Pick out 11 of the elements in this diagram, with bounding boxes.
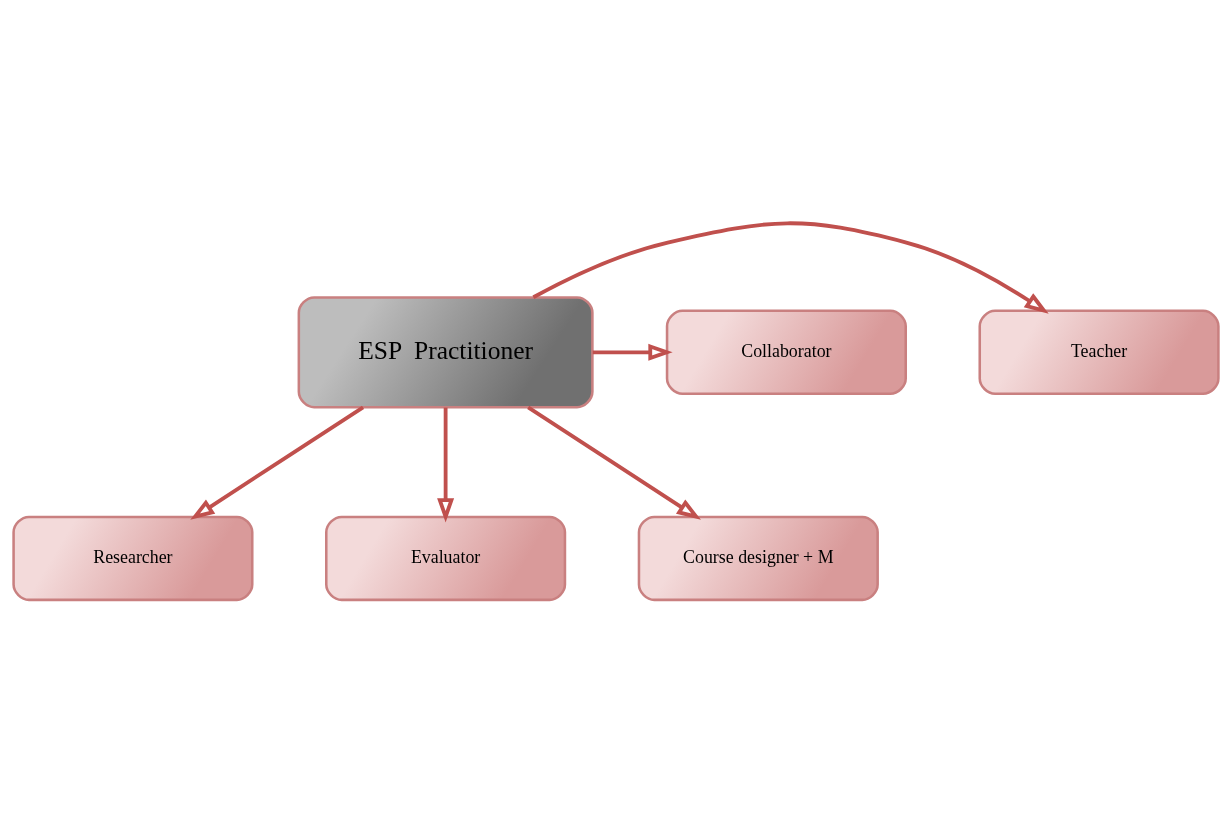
node-box: Evaluator [325, 515, 567, 601]
node-box: Collaborator [665, 309, 907, 395]
arrow [532, 220, 1049, 314]
arrow [190, 405, 365, 520]
arrow [592, 343, 673, 361]
node-box: ESP Practitioner [297, 295, 594, 408]
node-box: Course designer + M [637, 515, 879, 601]
arrow [527, 405, 701, 520]
arrow [437, 407, 455, 523]
node-box: Teacher [978, 309, 1220, 395]
node-box: Researcher [12, 515, 254, 601]
